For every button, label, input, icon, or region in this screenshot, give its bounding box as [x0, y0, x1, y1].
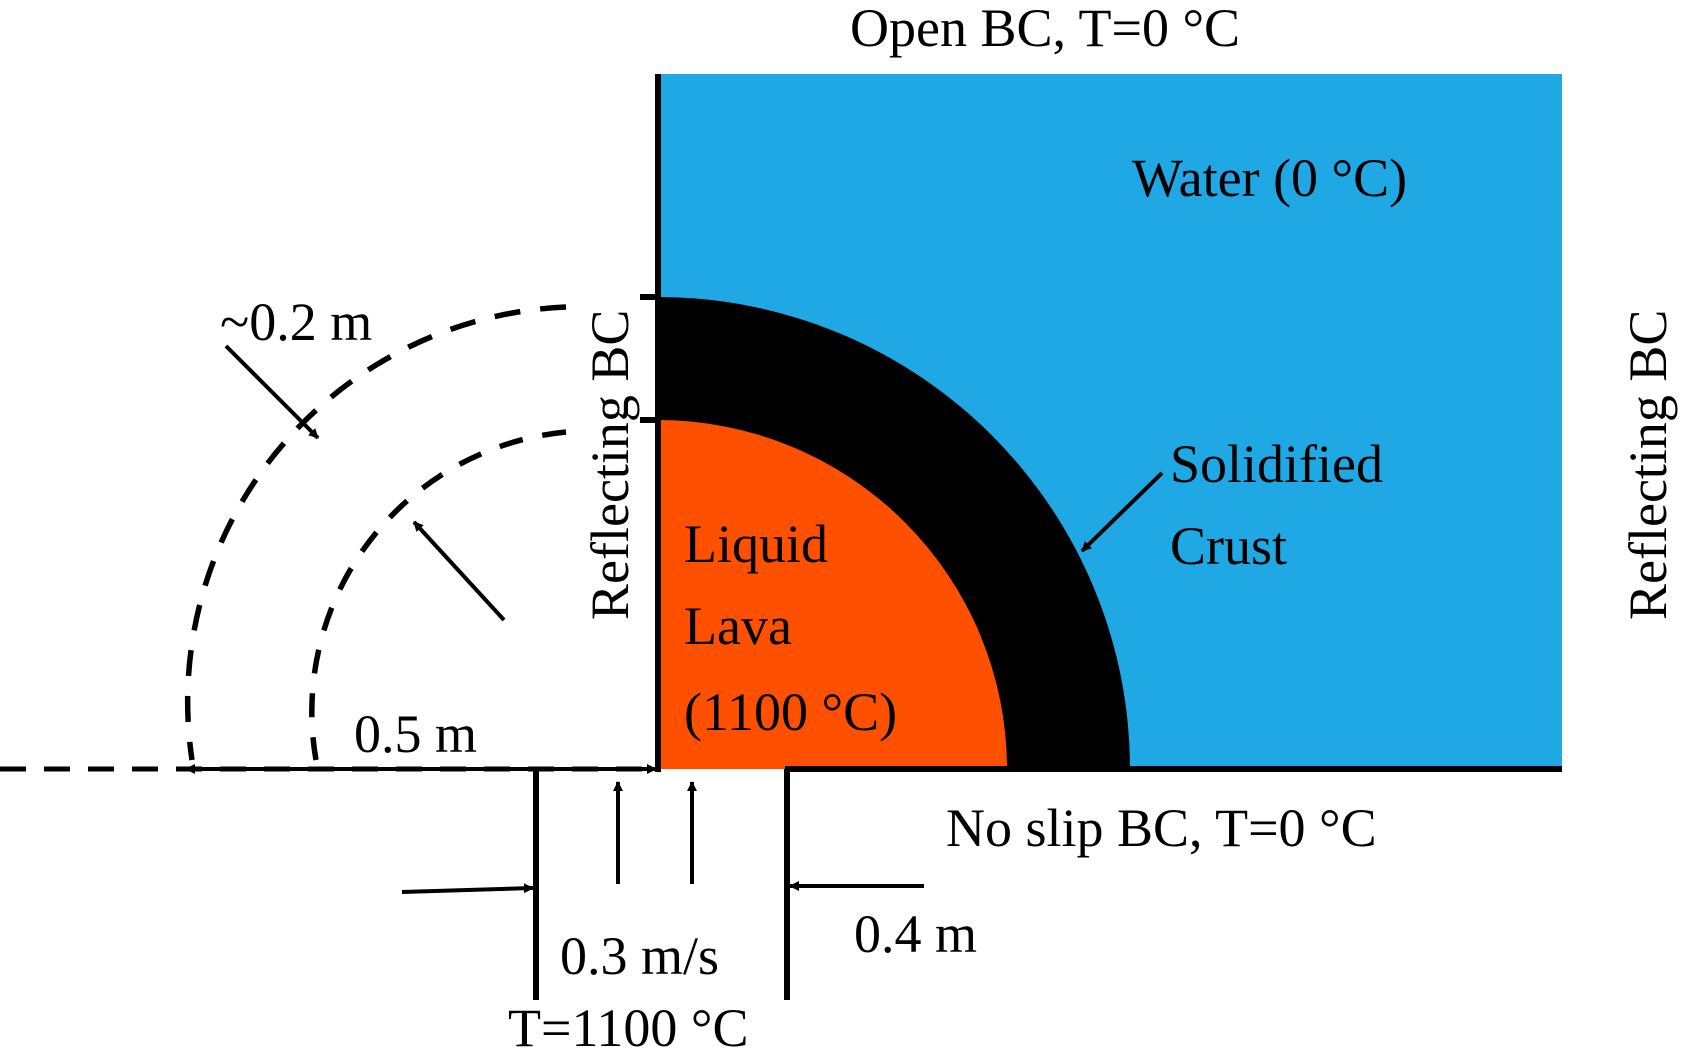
crust-thickness-arrow-outer — [224, 344, 320, 440]
right-boundary-label: Reflecting BC — [1618, 310, 1678, 620]
outer-dashed-arc — [184, 304, 567, 761]
inlet-temperature-label: T=1100 °C — [508, 998, 749, 1057]
liquid-lava-region — [658, 420, 1007, 769]
inlet-velocity-label: 0.3 m/s — [560, 926, 719, 986]
inlet-width-arrow-left — [401, 883, 534, 894]
radius-label: 0.5 m — [354, 704, 477, 764]
crust-pointer-arrow — [1080, 471, 1164, 553]
left-boundary-label: Reflecting BC — [580, 310, 640, 620]
crust-label-line1: Solidified — [1170, 434, 1383, 494]
crust-thickness-arrow-inner — [412, 520, 506, 622]
crust-label-line2: Crust — [1170, 516, 1287, 576]
bottom-boundary-label: No slip BC, T=0 °C — [946, 798, 1377, 858]
lava-label-line1: Liquid — [684, 514, 828, 574]
lava-label-line2: Lava — [684, 596, 792, 656]
crust-thickness-label: ~0.2 m — [220, 292, 372, 352]
top-boundary-label: Open BC, T=0 °C — [850, 0, 1240, 58]
inlet-width-label: 0.4 m — [854, 904, 977, 964]
water-label: Water (0 °C) — [1132, 148, 1407, 208]
lava-label-line3: (1100 °C) — [684, 682, 897, 742]
inner-dashed-arc — [309, 429, 567, 761]
